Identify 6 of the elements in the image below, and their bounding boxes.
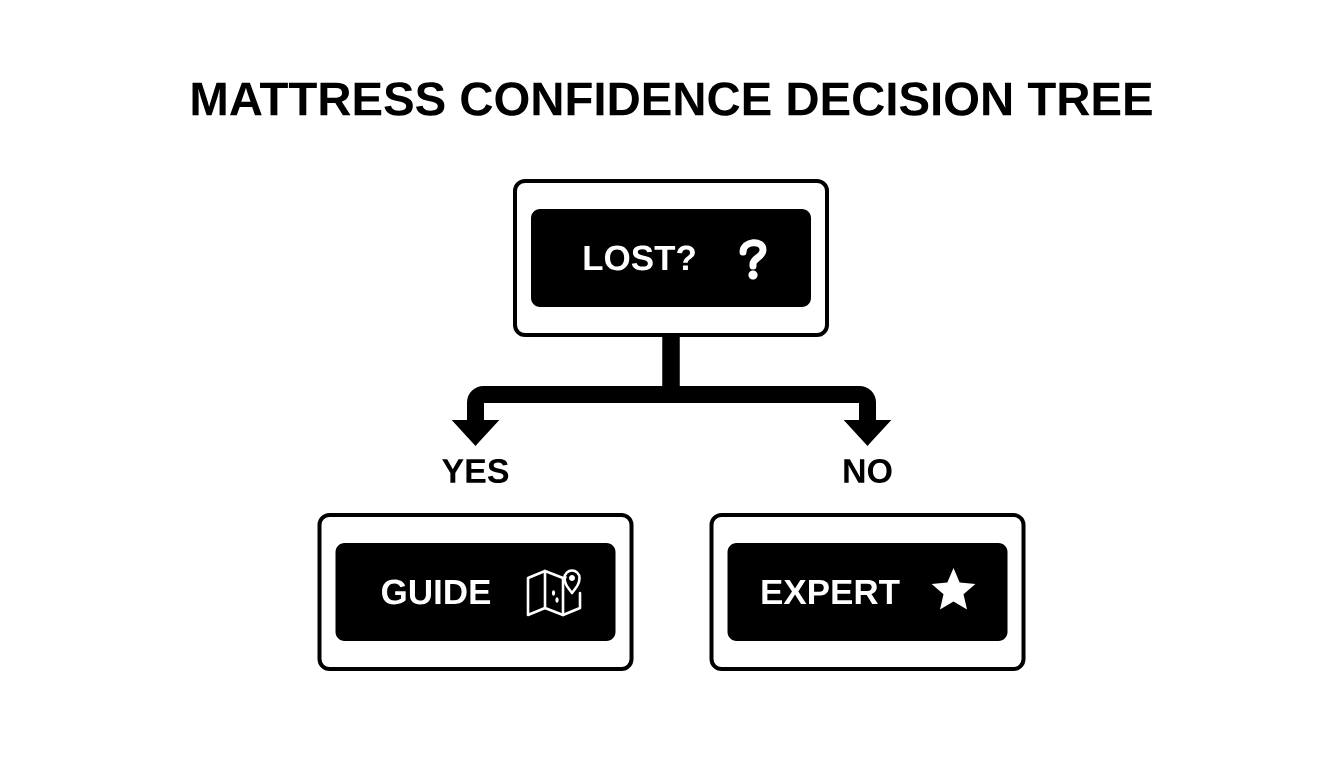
label-panel: LOST? <box>531 209 811 307</box>
edge-label: YES <box>440 457 511 485</box>
label-panel: GUIDE <box>335 543 616 641</box>
title: MATTRESS CONFIDENCE DECISION TREE <box>192 82 1152 116</box>
edge-label: NO <box>840 457 895 485</box>
label-panel: EXPERT <box>727 543 1008 641</box>
